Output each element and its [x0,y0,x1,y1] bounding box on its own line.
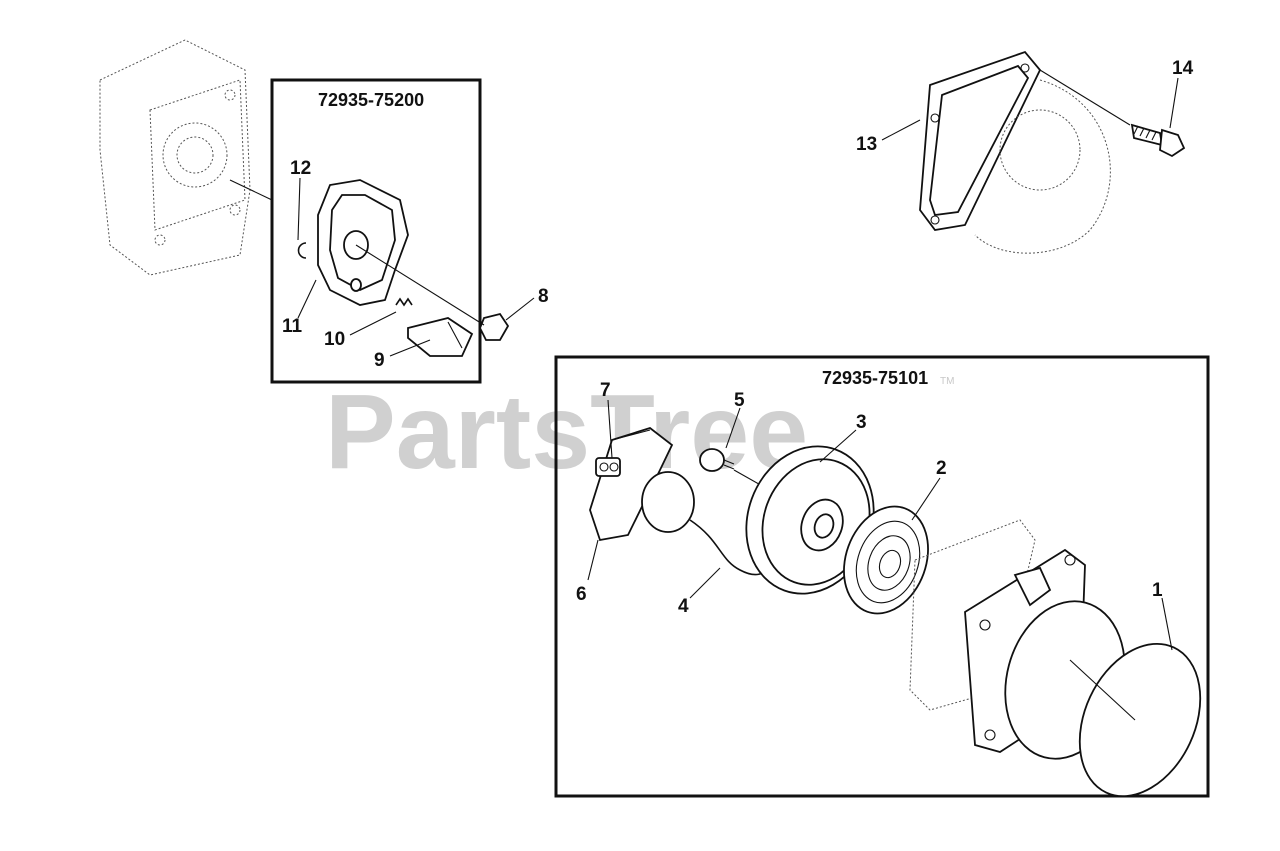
leader-lines [297,77,1179,651]
watermark-text: PartsTree [325,373,808,491]
decal-part [1078,642,1202,798]
callout-12: 12 [290,158,311,179]
watermark-trademark: TM [940,376,954,387]
gasket-part [919,50,1042,231]
callout-2: 2 [936,458,947,479]
callout-9: 9 [374,350,385,371]
callout-8: 8 [538,286,549,307]
recoil-spring-part [843,505,929,615]
starter-gasket-ghost [909,519,1036,711]
callout-1: 1 [1152,580,1163,601]
callout-7: 7 [600,380,611,401]
callout-3: 3 [856,412,867,433]
kit-box-right [554,355,1210,798]
kit-number-right: 72935-75101 [822,368,928,388]
spring-part [395,297,413,307]
knob-part [407,317,474,357]
callout-5: 5 [734,390,745,411]
bracket-part [317,179,409,306]
e-ring-part [297,242,307,259]
kit-number-left: 72935-75200 [318,90,424,110]
screw-part [1130,123,1186,158]
callout-13: 13 [856,134,877,155]
bolt-part [699,448,735,472]
callout-11: 11 [282,316,303,337]
callout-4: 4 [678,596,689,617]
handle-part [589,427,674,542]
callout-14: 14 [1172,58,1194,79]
nut-part [479,312,510,341]
reel-part [745,445,875,595]
cover-ghost-drawing [974,79,1111,254]
rope-clip-part [595,457,621,477]
kit-box-left [270,78,482,384]
callout-10: 10 [324,329,345,350]
handle-insert-part [641,471,695,533]
callout-6: 6 [576,584,587,605]
engine-housing-drawing [99,39,273,276]
